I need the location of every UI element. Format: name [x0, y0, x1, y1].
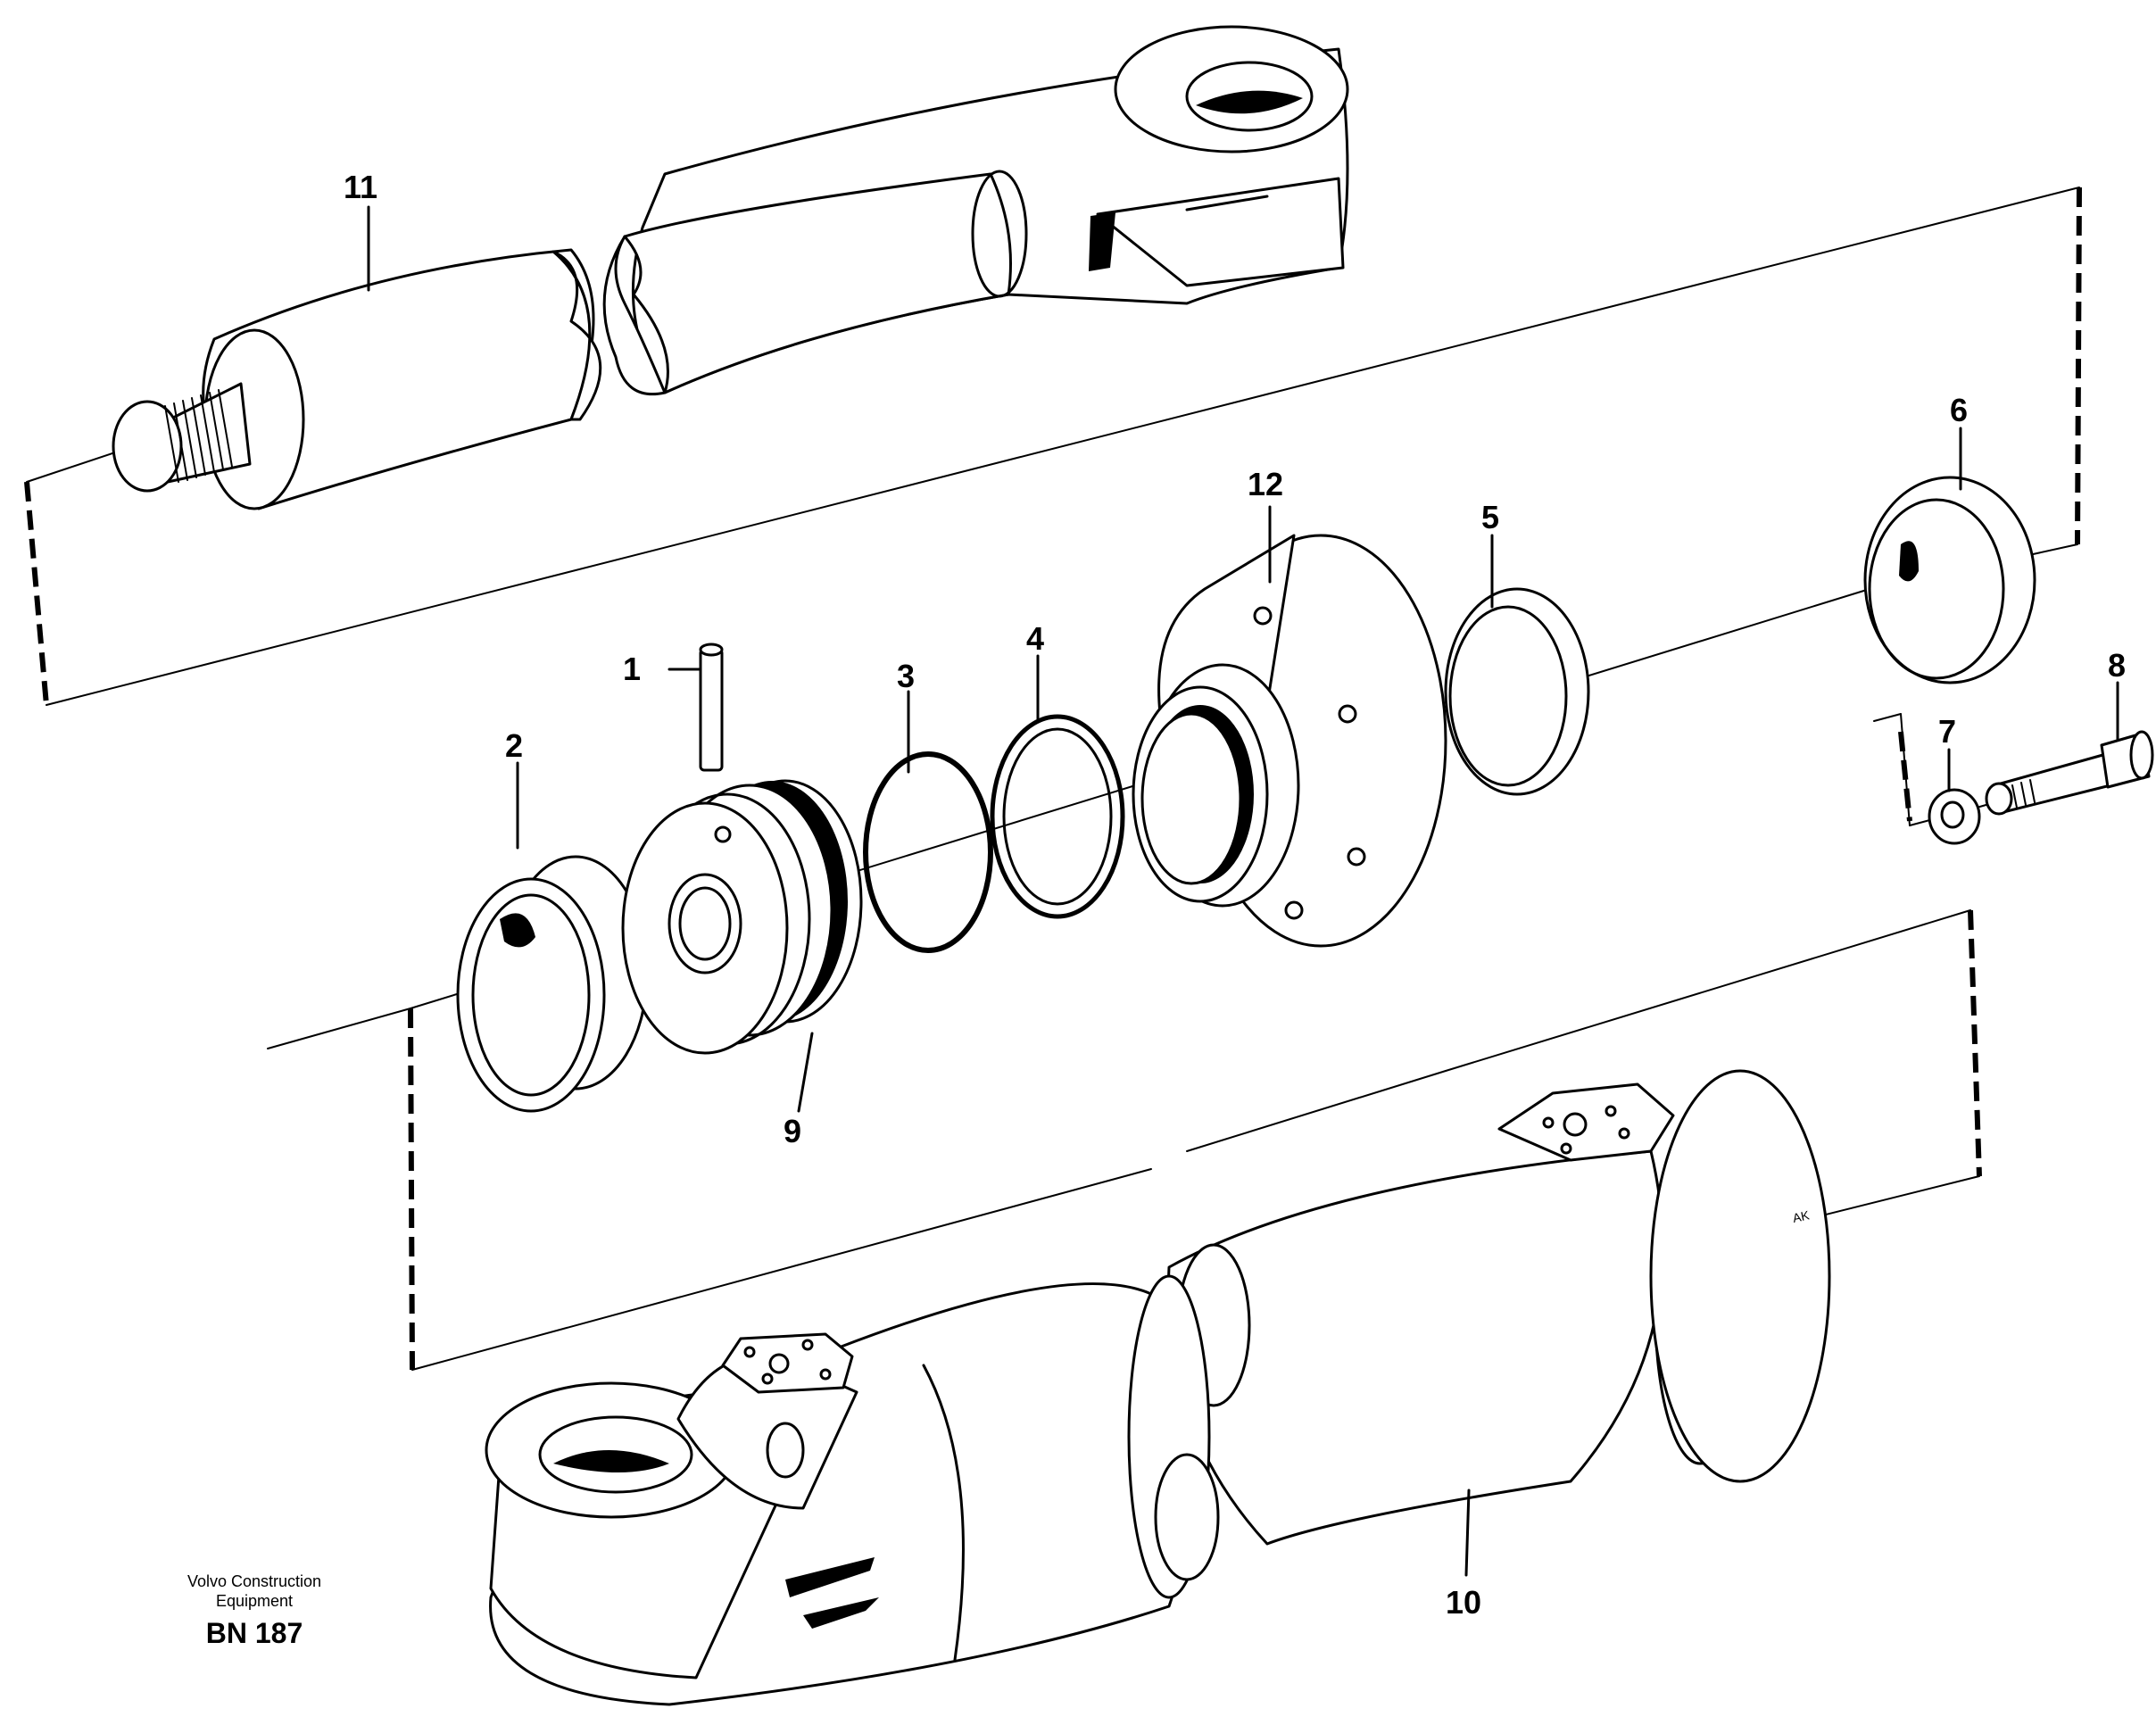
brand-name-line-2: Equipment [215, 1592, 294, 1610]
rod-thread [164, 389, 233, 483]
artist-initials: AK [1791, 1207, 1811, 1225]
guide-ring [456, 855, 649, 1113]
callout-11: 11 [344, 169, 377, 205]
callout-3: 3 [897, 658, 915, 694]
callout-7: 7 [1938, 713, 1956, 750]
callout-4: 4 [1026, 620, 1044, 657]
scraper-ring [1444, 587, 1590, 796]
callout-1: 1 [623, 651, 641, 687]
cylinder-head [1132, 534, 1447, 948]
callout-2: 2 [505, 727, 523, 764]
callout-labels: 1 2 3 4 5 6 7 8 9 10 11 12 [344, 169, 2126, 1621]
callout-9: 9 [784, 1113, 801, 1149]
washer [1928, 788, 1981, 845]
leader-lines [367, 205, 2119, 1577]
cylinder-tube [485, 1069, 1831, 1706]
screw [1985, 730, 2154, 816]
callout-8: 8 [2108, 647, 2126, 684]
illustration-reference-code: BN 187 [205, 1617, 303, 1649]
brand-name-line-1: Volvo Construction [187, 1572, 322, 1590]
callout-5: 5 [1481, 499, 1499, 535]
backup-ring [990, 714, 1125, 919]
piston [621, 779, 863, 1055]
callout-10: 10 [1446, 1584, 1481, 1621]
callout-12: 12 [1248, 466, 1283, 502]
o-ring [863, 751, 993, 953]
wiper-ring [1863, 476, 2036, 684]
callout-6: 6 [1950, 392, 1968, 428]
piston-rod [112, 25, 1349, 510]
pin [699, 643, 724, 772]
